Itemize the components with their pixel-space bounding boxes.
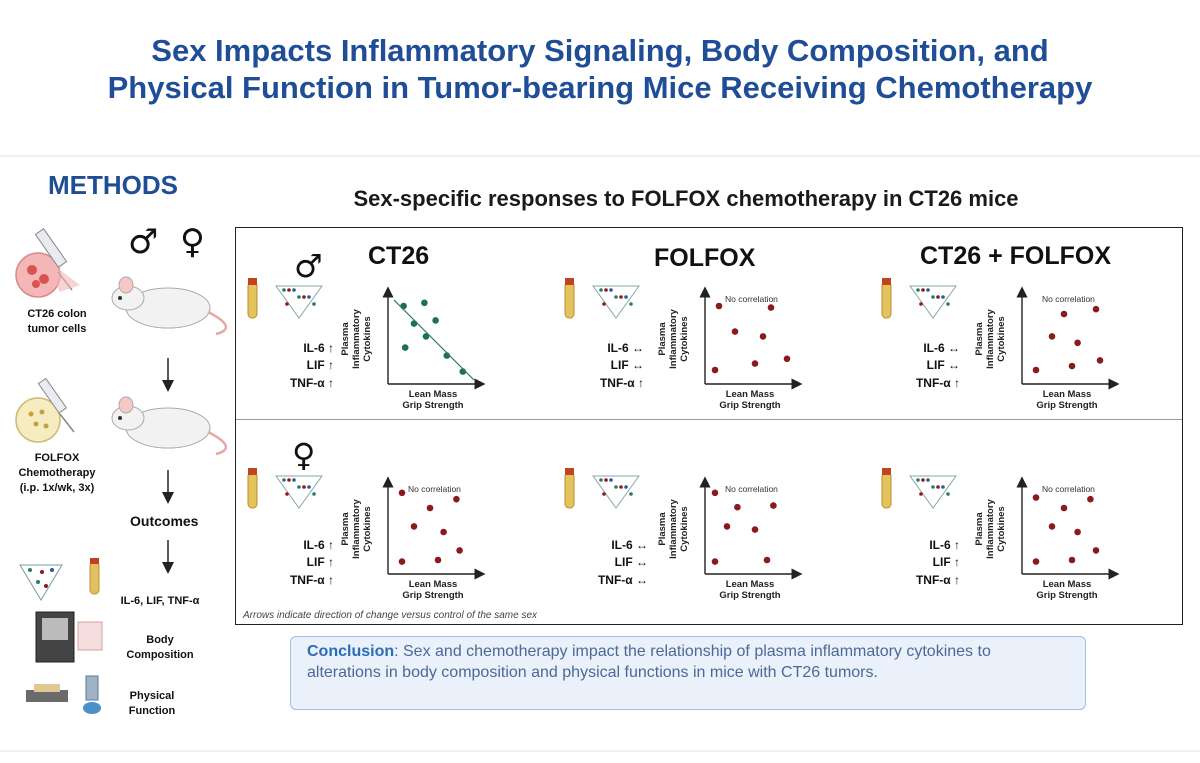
panel-footnote: Arrows indicate direction of change vers… bbox=[243, 610, 538, 621]
cytokines-male-combo: IL-6 ↔ LIF ↔ TNF-α ↑ bbox=[892, 340, 960, 392]
results-panel bbox=[235, 227, 1183, 625]
divider-bottom bbox=[0, 750, 1200, 752]
conclusion-box: Conclusion: Sex and chemotherapy impact … bbox=[290, 636, 1086, 710]
cytokine-tube-icon bbox=[19, 558, 100, 601]
sex-row-divider bbox=[236, 419, 1182, 420]
cytokines-female-combo: IL-6 ↑ LIF ↑ TNF-α ↑ bbox=[892, 537, 960, 589]
cytokine-tnfa: TNF-α ↑ bbox=[915, 572, 960, 587]
cytokine-lif: LIF ↔ bbox=[610, 358, 644, 373]
mouse-icon bbox=[111, 396, 228, 456]
cytokine-tnfa: TNF-α ↔ bbox=[597, 572, 648, 587]
mouse-icon bbox=[111, 276, 228, 336]
conclusion-label: Conclusion bbox=[307, 643, 395, 660]
methods-heading: METHODS bbox=[48, 170, 178, 200]
cytokine-il6: IL-6 ↑ bbox=[929, 538, 960, 552]
cytokines-male-folfox: IL-6 ↔ LIF ↔ TNF-α ↑ bbox=[576, 340, 644, 392]
title-line-1: Sex Impacts Inflammatory Signaling, Body… bbox=[151, 33, 1049, 68]
cytokines-female-ct26: IL-6 ↑ LIF ↑ TNF-α ↑ bbox=[262, 537, 334, 589]
cytokine-lif: LIF ↑ bbox=[932, 555, 960, 570]
column-heading-ct26: CT26 bbox=[368, 242, 430, 270]
divider-top bbox=[0, 155, 1200, 157]
cytokine-tnfa: TNF-α ↑ bbox=[289, 375, 334, 390]
female-symbol-icon: ♀ bbox=[180, 222, 205, 262]
outcomes-label: Outcomes bbox=[130, 513, 199, 529]
cytokine-tnfa: TNF-α ↑ bbox=[915, 375, 960, 390]
cytokine-il6: IL-6 ↔ bbox=[611, 538, 648, 552]
cytokine-lif: LIF ↑ bbox=[306, 555, 334, 570]
cytokine-tnfa: TNF-α ↑ bbox=[599, 375, 644, 390]
body-composition-scanner-icon bbox=[35, 611, 103, 663]
cytokines-male-ct26: IL-6 ↑ LIF ↑ TNF-α ↑ bbox=[262, 340, 334, 392]
conclusion-text: : Sex and chemotherapy impact the relati… bbox=[307, 643, 991, 681]
cytokine-il6: IL-6 ↑ bbox=[303, 341, 334, 355]
grip-strength-device-icon bbox=[26, 675, 101, 714]
male-symbol-icon: ♂ bbox=[128, 222, 158, 262]
outcome-physical-function-label: Physical Function bbox=[128, 690, 176, 717]
outcome-cytokines-label: IL-6, LIF, TNF-α bbox=[120, 595, 200, 607]
outcome-body-composition-label: Body Composition bbox=[126, 634, 194, 661]
cytokine-il6: IL-6 ↔ bbox=[607, 341, 644, 355]
cytokine-tnfa: TNF-α ↑ bbox=[289, 572, 334, 587]
cytokine-lif: LIF ↔ bbox=[926, 358, 960, 373]
cytokine-il6: IL-6 ↑ bbox=[303, 538, 334, 552]
cytokine-lif: LIF ↔ bbox=[614, 555, 648, 570]
results-subtitle: Sex-specific responses to FOLFOX chemoth… bbox=[353, 186, 1019, 211]
folfox-chemo-label: FOLFOX Chemotherapy (i.p. 1x/wk, 3x) bbox=[18, 452, 96, 494]
syringe-folfox-icon bbox=[15, 377, 75, 443]
column-heading-folfox: FOLFOX bbox=[654, 244, 756, 272]
syringe-tumor-cells-icon bbox=[15, 228, 80, 298]
title-line-2: Physical Function in Tumor-bearing Mice … bbox=[107, 70, 1093, 106]
column-heading-ct26-folfox: CT26 + FOLFOX bbox=[920, 242, 1112, 270]
cytokines-female-folfox: IL-6 ↔ LIF ↔ TNF-α ↔ bbox=[576, 537, 648, 589]
main-title: Sex Impacts Inflammatory Signaling, Body… bbox=[0, 32, 1200, 106]
cytokine-il6: IL-6 ↔ bbox=[923, 341, 960, 355]
cytokine-lif: LIF ↑ bbox=[306, 358, 334, 373]
ct26-cells-label: CT26 colon tumor cells bbox=[27, 308, 87, 335]
